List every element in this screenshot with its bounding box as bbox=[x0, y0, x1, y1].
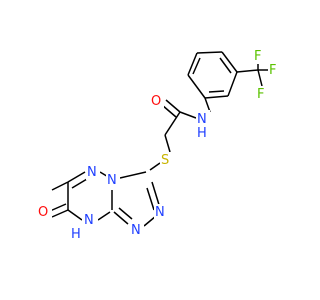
atom-f-right: F bbox=[269, 63, 276, 78]
bond-c6-n5 bbox=[67, 171, 86, 183]
bond-ar-4-inner bbox=[219, 57, 232, 74]
bond-co-n bbox=[179, 111, 197, 119]
molecule-canvas: O N H S N N N N N H O F F F bbox=[38, 48, 280, 242]
atom-s-thioether: S bbox=[161, 153, 169, 168]
atom-f-bottom: F bbox=[257, 87, 264, 102]
bond-c6-n5-double bbox=[71, 178, 88, 189]
bond-c7-n8 bbox=[67, 209, 83, 221]
bond-n-aryl bbox=[204, 97, 211, 113]
bond-ar-cf3 bbox=[236, 69, 259, 73]
atom-h-amide: H bbox=[197, 126, 207, 141]
bond-ar-6 bbox=[204, 95, 229, 99]
bond-ar-4 bbox=[221, 51, 238, 73]
bond-c8a-n1 bbox=[113, 211, 129, 225]
bond-ar-2 bbox=[187, 52, 198, 76]
bond-ar-5 bbox=[227, 71, 238, 97]
bond-s-ch2 bbox=[164, 134, 171, 153]
molecule-structure: O N H S N N N N N H O F F F bbox=[38, 48, 280, 242]
bond-c3-s bbox=[149, 162, 161, 171]
bond-ar-1 bbox=[187, 74, 206, 99]
atom-n-amide: N bbox=[197, 112, 207, 127]
bonds bbox=[49, 51, 269, 227]
atom-f-top: F bbox=[254, 49, 261, 64]
bond-n2-c3-double bbox=[146, 187, 155, 211]
atom-n2: N bbox=[155, 205, 165, 220]
atom-labels: O N H S N N N N N H O F F F bbox=[38, 48, 280, 242]
bond-ar-3 bbox=[196, 51, 223, 54]
bond-co-o-double bbox=[161, 104, 177, 118]
atom-n1: N bbox=[131, 223, 141, 238]
atom-n5: N bbox=[87, 165, 97, 180]
bond-c8a-n1-double bbox=[118, 207, 133, 220]
bond-ar-2-inner bbox=[192, 57, 201, 75]
bond-co-o bbox=[165, 99, 181, 113]
bond-c3-n4 bbox=[119, 171, 147, 179]
bond-c7-oketo-double bbox=[49, 203, 67, 212]
atom-n8: N bbox=[84, 213, 94, 228]
bond-methyl bbox=[51, 181, 69, 191]
bond-n2-c3 bbox=[151, 181, 161, 209]
atom-o-amide: O bbox=[151, 94, 161, 109]
bond-c7-oketo bbox=[51, 209, 69, 218]
bond-ch2-co bbox=[164, 111, 181, 136]
atom-o-keto: O bbox=[38, 205, 48, 220]
bond-ar-6-inner bbox=[208, 90, 225, 93]
bond-n8-c8a bbox=[97, 211, 111, 221]
atom-n4-bridge: N bbox=[107, 173, 117, 188]
atom-h-n8: H bbox=[71, 227, 81, 242]
bond-c-f-bottom bbox=[257, 69, 263, 87]
